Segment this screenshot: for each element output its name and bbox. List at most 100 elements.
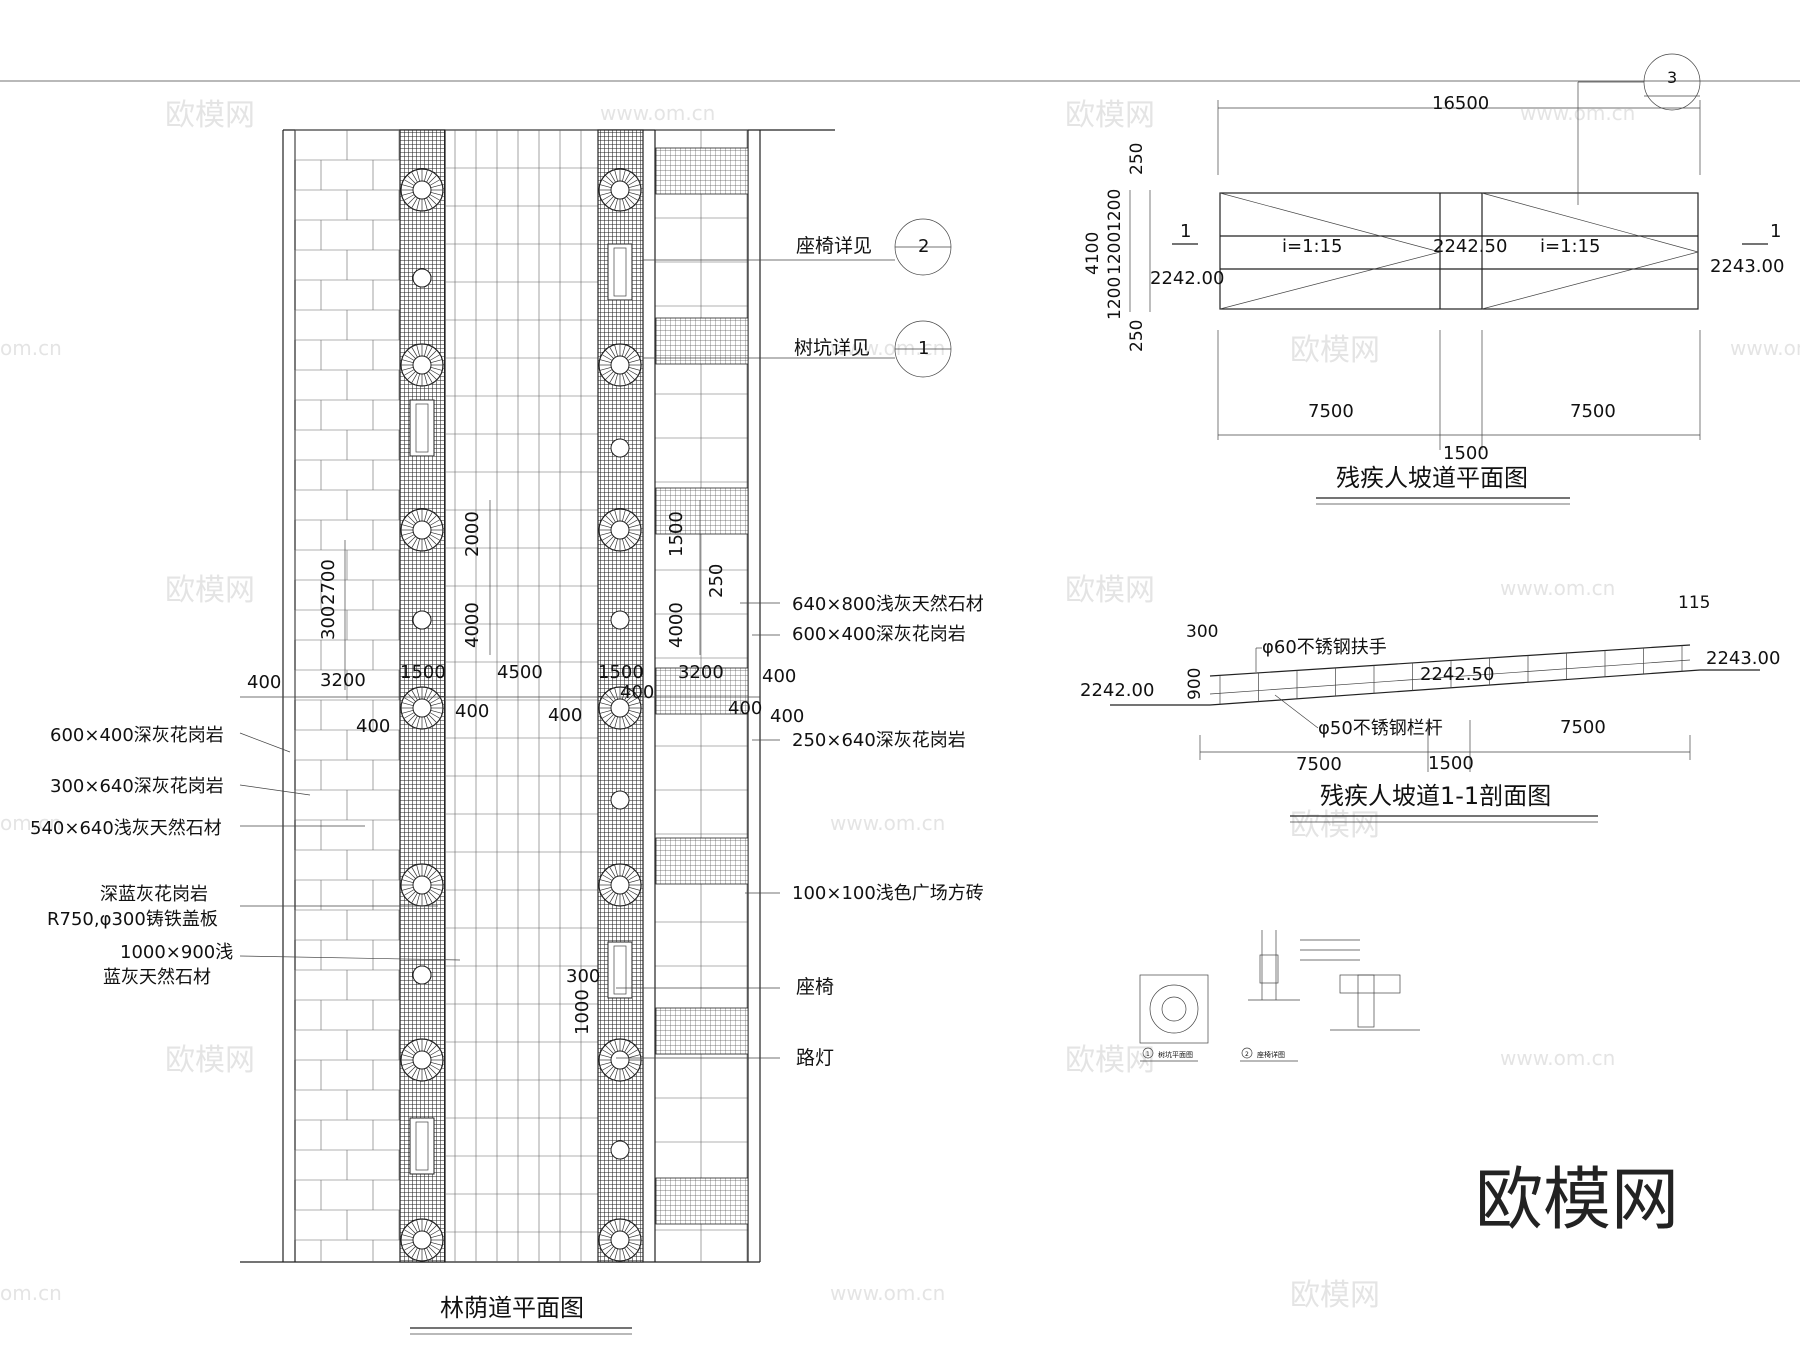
tree-grate-bar <box>627 697 639 704</box>
tree-grate-bar <box>416 687 421 700</box>
ramp-elev-mid: 2242.50 <box>1433 236 1507 257</box>
tree-grate-bar <box>428 692 438 702</box>
tree-grate-bar <box>621 538 626 551</box>
ramp-slope-left: i=1:15 <box>1282 236 1343 257</box>
watermark-brand: 欧模网 <box>1290 808 1380 843</box>
tree-grate-bar <box>401 1234 414 1239</box>
watermark-site: www.om.cn <box>830 1281 945 1305</box>
tree-grate-bar <box>423 1248 428 1261</box>
tree-grate-bar <box>628 524 641 529</box>
label-dark-blue-granite: 深蓝灰花岗岩 <box>100 884 208 905</box>
tree-grate-bar <box>614 893 619 906</box>
tree-grate-bar <box>423 198 428 211</box>
watermarks: 欧模网 www.om.cn 欧模网 www.om.cn om.cn www.om… <box>0 98 1800 1313</box>
ramp-plan-title: 残疾人坡道平面图 <box>1336 464 1528 492</box>
tree-pit-inner <box>610 1050 630 1070</box>
ramp-elev-left: 2242.00 <box>1150 268 1224 289</box>
watermark-domain: om.cn <box>0 1281 62 1305</box>
tree-grate-bar <box>401 184 414 189</box>
dim-400-c: 400 <box>455 701 489 722</box>
tree-grate-bar <box>411 715 418 727</box>
tree-grate-bar <box>604 371 614 381</box>
tree-pit-inner <box>610 698 630 718</box>
tree-grate-bar <box>614 509 619 522</box>
callout-seat-label: 座椅详见 <box>796 235 872 257</box>
tree-grate-bar <box>628 531 641 536</box>
tree-pit-inner <box>412 698 432 718</box>
tree-grate-bar <box>430 359 443 364</box>
tree-grate-bar <box>609 1067 616 1079</box>
tree-grate-bar <box>624 892 631 904</box>
tree-grate-bar <box>604 891 614 901</box>
tree-grate-bar <box>614 373 619 386</box>
tree-grate-bar <box>627 1229 639 1236</box>
ramp-dim-1200b: 1200 <box>1105 232 1125 275</box>
tree-grate-bar <box>609 346 616 358</box>
tree-grate-bar <box>406 174 416 184</box>
railing-posts <box>1219 645 1683 705</box>
tree-grate-bar <box>403 1244 415 1251</box>
pit-caption: 树坑平面图 <box>1158 1050 1193 1059</box>
tree-grate-bar <box>604 349 614 359</box>
tree-grate-bar <box>416 538 421 551</box>
tree-pit <box>400 343 444 387</box>
tree-grate-bar <box>601 194 613 201</box>
tree-pit <box>598 1218 642 1262</box>
tree-grate-bar <box>411 346 418 358</box>
tree-grate-bar <box>609 197 616 209</box>
tree-grate-bar <box>601 874 613 881</box>
tree-pit <box>598 1038 642 1082</box>
tree-grate-bar <box>411 689 418 701</box>
tree-pit <box>598 508 642 552</box>
tree-grate-bar <box>601 354 613 361</box>
tree-grate-bar <box>401 531 414 536</box>
dim-4000-vert-b: 4000 <box>666 602 687 648</box>
ramp-dim-7500b: 7500 <box>1570 401 1616 422</box>
tree-grate-bar <box>411 511 418 523</box>
tree-grate-bar <box>604 869 614 879</box>
section-dim-1500: 1500 <box>1428 753 1474 774</box>
tree-grate-bar <box>430 702 443 707</box>
dim-1500-vert: 1500 <box>666 511 687 557</box>
label-bench: 座椅 <box>796 976 834 998</box>
ramp-dim-7500a: 7500 <box>1308 401 1354 422</box>
tree-pit-inner <box>610 355 630 375</box>
tree-grate-bar <box>428 371 438 381</box>
tree-grate-bar <box>406 869 416 879</box>
cut-mark-right: 1 <box>1770 221 1781 242</box>
tree-grate-bar <box>428 714 438 724</box>
tree-grate-bar <box>423 1068 428 1081</box>
section-dim-900: 900 <box>1185 668 1205 700</box>
tree-grate-bar <box>628 366 641 371</box>
tree-grate-bar <box>609 171 616 183</box>
tree-grate-bar <box>401 524 414 529</box>
tree-grate-bar <box>601 1064 613 1071</box>
tree-grate-bar <box>614 1248 619 1261</box>
ramp-dim-16500: 16500 <box>1432 93 1489 114</box>
tree-grate-bar <box>416 373 421 386</box>
tree-pit-inner <box>412 180 432 200</box>
tree-grate-bar <box>599 191 612 196</box>
tree-grate-bar <box>428 514 438 524</box>
tree-grate-bar <box>423 716 428 729</box>
dim-400-f: 400 <box>728 698 762 719</box>
tree-grate-bar <box>599 1241 612 1246</box>
tree-grate-bar <box>426 511 433 523</box>
ramp-elev-right: 2243.00 <box>1710 256 1784 277</box>
tree-grate-bar <box>428 1246 438 1256</box>
tree-grate-bar <box>614 198 619 211</box>
watermark-brand: 欧模网 <box>1065 573 1155 608</box>
tree-grate-bar <box>614 1068 619 1081</box>
tree-grate-bar <box>609 1247 616 1259</box>
tree-pit-inner <box>412 875 432 895</box>
tree-grate-bar <box>614 344 619 357</box>
tree-grate-bar <box>628 359 641 364</box>
tree-grate-bar <box>406 1246 416 1256</box>
bench <box>409 399 435 457</box>
lamp-circle <box>412 965 432 985</box>
label-handrail: φ60不锈钢扶手 <box>1262 637 1387 658</box>
ramp-dim-250a: 250 <box>1127 143 1147 175</box>
tree-pit-inner <box>412 1050 432 1070</box>
tree-grate-bar <box>604 1246 614 1256</box>
tree-grate-bar <box>423 373 428 386</box>
